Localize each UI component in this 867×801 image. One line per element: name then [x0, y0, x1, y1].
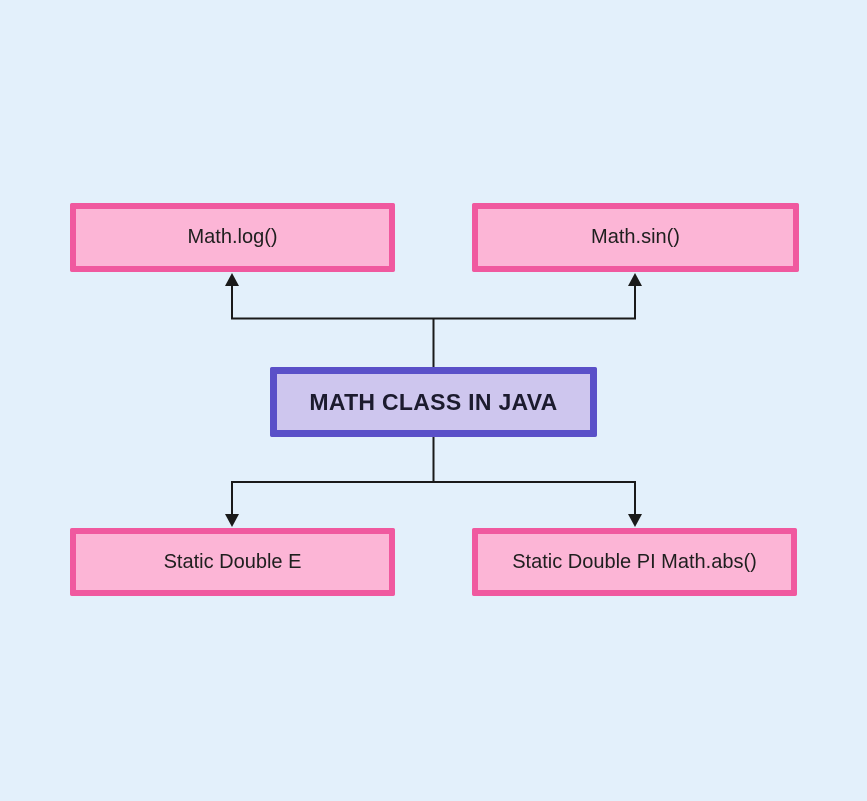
node-static-double-e: Static Double E	[70, 528, 395, 596]
node-label: MATH CLASS IN JAVA	[309, 388, 558, 415]
arrow-down-left-icon	[225, 514, 239, 527]
node-label: Static Double PI Math.abs()	[512, 550, 757, 573]
node-math-class-in-java: MATH CLASS IN JAVA	[270, 367, 597, 437]
node-label: Static Double E	[163, 550, 302, 573]
connector-top	[231, 279, 636, 367]
arrow-up-right-icon	[628, 273, 642, 286]
node-label: Math.sin()	[591, 226, 680, 248]
node-static-double-pi-math-abs: Static Double PI Math.abs()	[472, 528, 797, 596]
node-math-sin: Math.sin()	[472, 203, 799, 272]
arrow-down-right-icon	[628, 514, 642, 527]
connector-bottom	[231, 437, 636, 516]
arrow-up-left-icon	[225, 273, 239, 286]
node-math-log: Math.log()	[70, 203, 395, 272]
node-label: Math.log()	[187, 226, 278, 248]
